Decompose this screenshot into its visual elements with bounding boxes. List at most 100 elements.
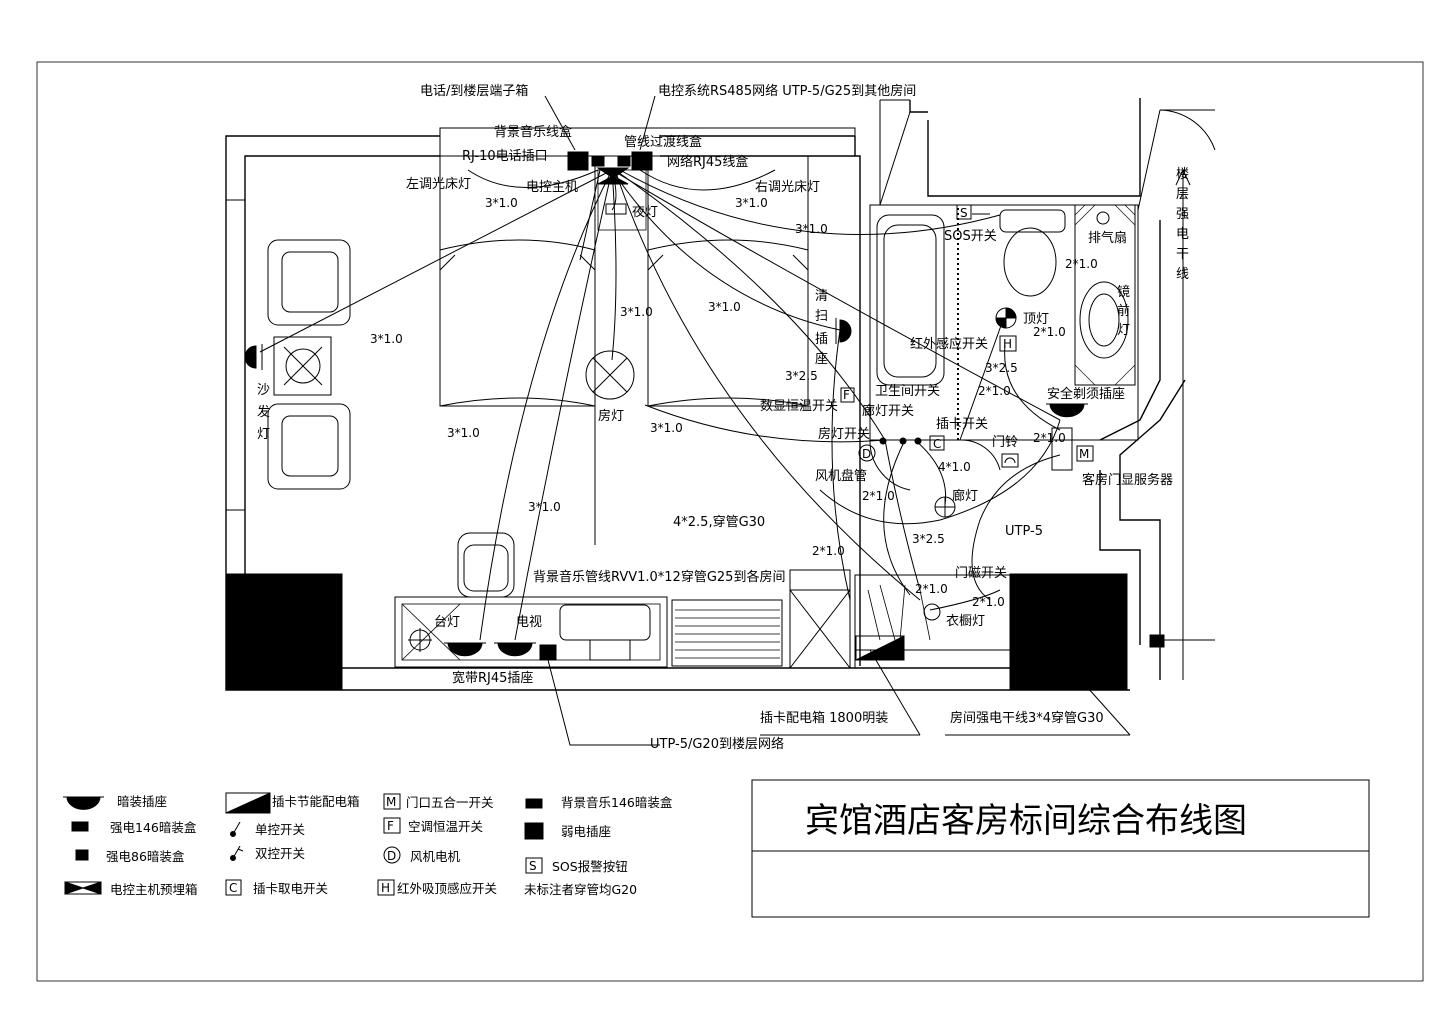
legend-sos-icon: S [529,859,537,873]
wire-mark: 3*2.5 [785,369,818,383]
room-light-symbol [585,350,635,400]
label-sofa-lamp-1: 沙 [257,383,270,398]
label-rs485: 电控系统RS485网络 UTP-5/G25到其他房间 [658,83,916,99]
wire-mark: 3*1.0 [650,421,683,435]
legend-fan-motor-icon: D [387,849,396,863]
column-right [1009,573,1128,691]
label-fan-coil: 风机盘管 [815,468,867,484]
legend-item: 插卡取电开关 [253,881,328,896]
label-mirror-3: 灯 [1117,323,1130,338]
exhaust-fan-symbol [1096,211,1110,225]
bathtub [876,214,945,386]
label-corridor-light: 廊灯 [952,488,978,504]
wire-mark: 3*1.0 [447,426,480,440]
legend-item: 弱电插座 [561,824,611,839]
tv-socket [497,642,533,657]
furniture [225,127,1128,691]
label-card-box: 插卡配电箱 1800明装 [760,710,888,726]
wire-mark: 2*1.0 [915,582,948,596]
label-cleaning-2: 扫 [815,309,828,324]
ir-marker: H [1003,337,1012,351]
wire-mark: 3*1.0 [708,300,741,314]
legend-item: 双控开关 [255,846,305,861]
label-bgm-box: 背景音乐线盒 [494,124,572,140]
legend-item: 门口五合一开关 [406,795,494,810]
legend-item: 空调恒温开关 [408,819,483,834]
label-right-lamp: 右调光床灯 [755,180,820,195]
thermo-marker: F [843,388,850,402]
wire-specs: 3*1.0 3*1.0 3*1.0 3*1.0 3*1.0 3*1.0 3*1.… [370,196,1098,609]
label-pipe-box: 管线过渡线盒 [624,134,702,150]
wire-mark: 2*1.0 [978,384,1011,398]
label-left-lamp: 左调光床灯 [406,177,471,192]
legend-item: 背景音乐146暗装盒 [561,795,673,810]
wire-mark: 2*1.0 [1033,431,1066,445]
door-switch-marker: M [1079,447,1089,461]
label-riser-6: 线 [1176,267,1189,282]
wire-mark: 3*1.0 [485,196,518,210]
doorbell-symbol [1001,453,1019,468]
label-exhaust-fan: 排气扇 [1088,230,1127,246]
night-light-symbol [605,203,627,215]
label-riser-1: 楼 [1176,167,1189,182]
fan-coil-marker: D [862,447,871,461]
legend-ir-icon: H [381,881,390,895]
desk [394,596,668,668]
wire-mark: 3*2.5 [985,361,1018,375]
sofa-lamp-socket [244,345,257,369]
legend-item: 单控开关 [255,822,305,837]
bed-right [647,155,809,407]
bgm-box-symbol [567,151,589,171]
title-block: 宾馆酒店客房标间综合布线图 [751,779,1370,918]
label-wardrobe-light: 衣橱灯 [946,613,985,629]
label-utp-floor: UTP-5/G20到楼层网络 [650,736,784,752]
drawing-title: 宾馆酒店客房标间综合布线图 [805,801,1247,841]
minibar [789,569,851,669]
label-digital-thermo: 数显恒温开关 [760,399,838,414]
label-room-switch: 房灯开关 [818,426,870,442]
label-room-light: 房灯 [598,408,624,424]
toilet-bowl [1003,227,1057,297]
legend-socket-icon [66,796,101,810]
legend-item: 红外吸顶感应开关 [397,881,497,896]
legend-strong146-icon [71,821,89,832]
legend-note: 未标注者穿管均G20 [524,882,637,897]
wire-mark: 2*1.0 [972,595,1005,609]
card-switch-marker: C [933,437,941,451]
label-sos-switch: SOS开关 [944,229,997,244]
label-cleaning-3: 插 [815,332,828,347]
label-riser-5: 干 [1176,247,1189,262]
legend: 暗装插座 强电146暗装盒 强电86暗装盒 电控主机预埋箱 插卡节能配电箱 单控… [63,792,673,897]
wardrobe-light-symbol [923,603,941,621]
cleaning-socket-symbol [839,319,852,343]
label-mirror-2: 前 [1117,303,1130,319]
label-ceiling-light: 顶灯 [1023,312,1049,327]
wire-mark: 3*2.5 [912,532,945,546]
label-night-light: 夜灯 [632,205,658,220]
label-rj45-box: 网络RJ45线盒 [667,154,748,170]
legend-thermo-icon: F [387,819,394,833]
label-broadband: 宽带RJ45插座 [452,670,533,686]
label-sofa-lamp-2: 发 [257,404,270,420]
legend-item: 插卡节能配电箱 [272,794,360,809]
weak-socket-symbol [631,151,653,171]
legend-item: 风机电机 [410,849,461,864]
wire-mark: 2*1.0 [812,544,845,558]
label-ir-switch: 红外感应开关 [910,336,988,352]
letter-markers: S H F C M D [840,204,1094,462]
legend-card-switch-icon: C [229,881,237,895]
legend-strong86-icon [75,849,89,861]
label-riser-3: 强 [1176,207,1189,222]
safety-socket-symbol [1049,403,1085,418]
legend-item: SOS报警按钮 [552,859,628,874]
label-tv: 电视 [516,615,542,630]
legend-door-switch-icon: M [386,795,396,809]
wire-mark: 2*1.0 [862,489,895,503]
label-bath-switch: 卫生间开关 [875,384,940,399]
labels: 电话/到楼层端子箱 电控系统RS485网络 UTP-5/G25到其他房间 背景音… [257,83,1189,752]
label-utp5: UTP-5 [1005,524,1043,539]
sofa-top [267,239,351,326]
label-doorbell: 门铃 [992,435,1018,450]
label-card-switch: 插卡开关 [936,417,988,432]
